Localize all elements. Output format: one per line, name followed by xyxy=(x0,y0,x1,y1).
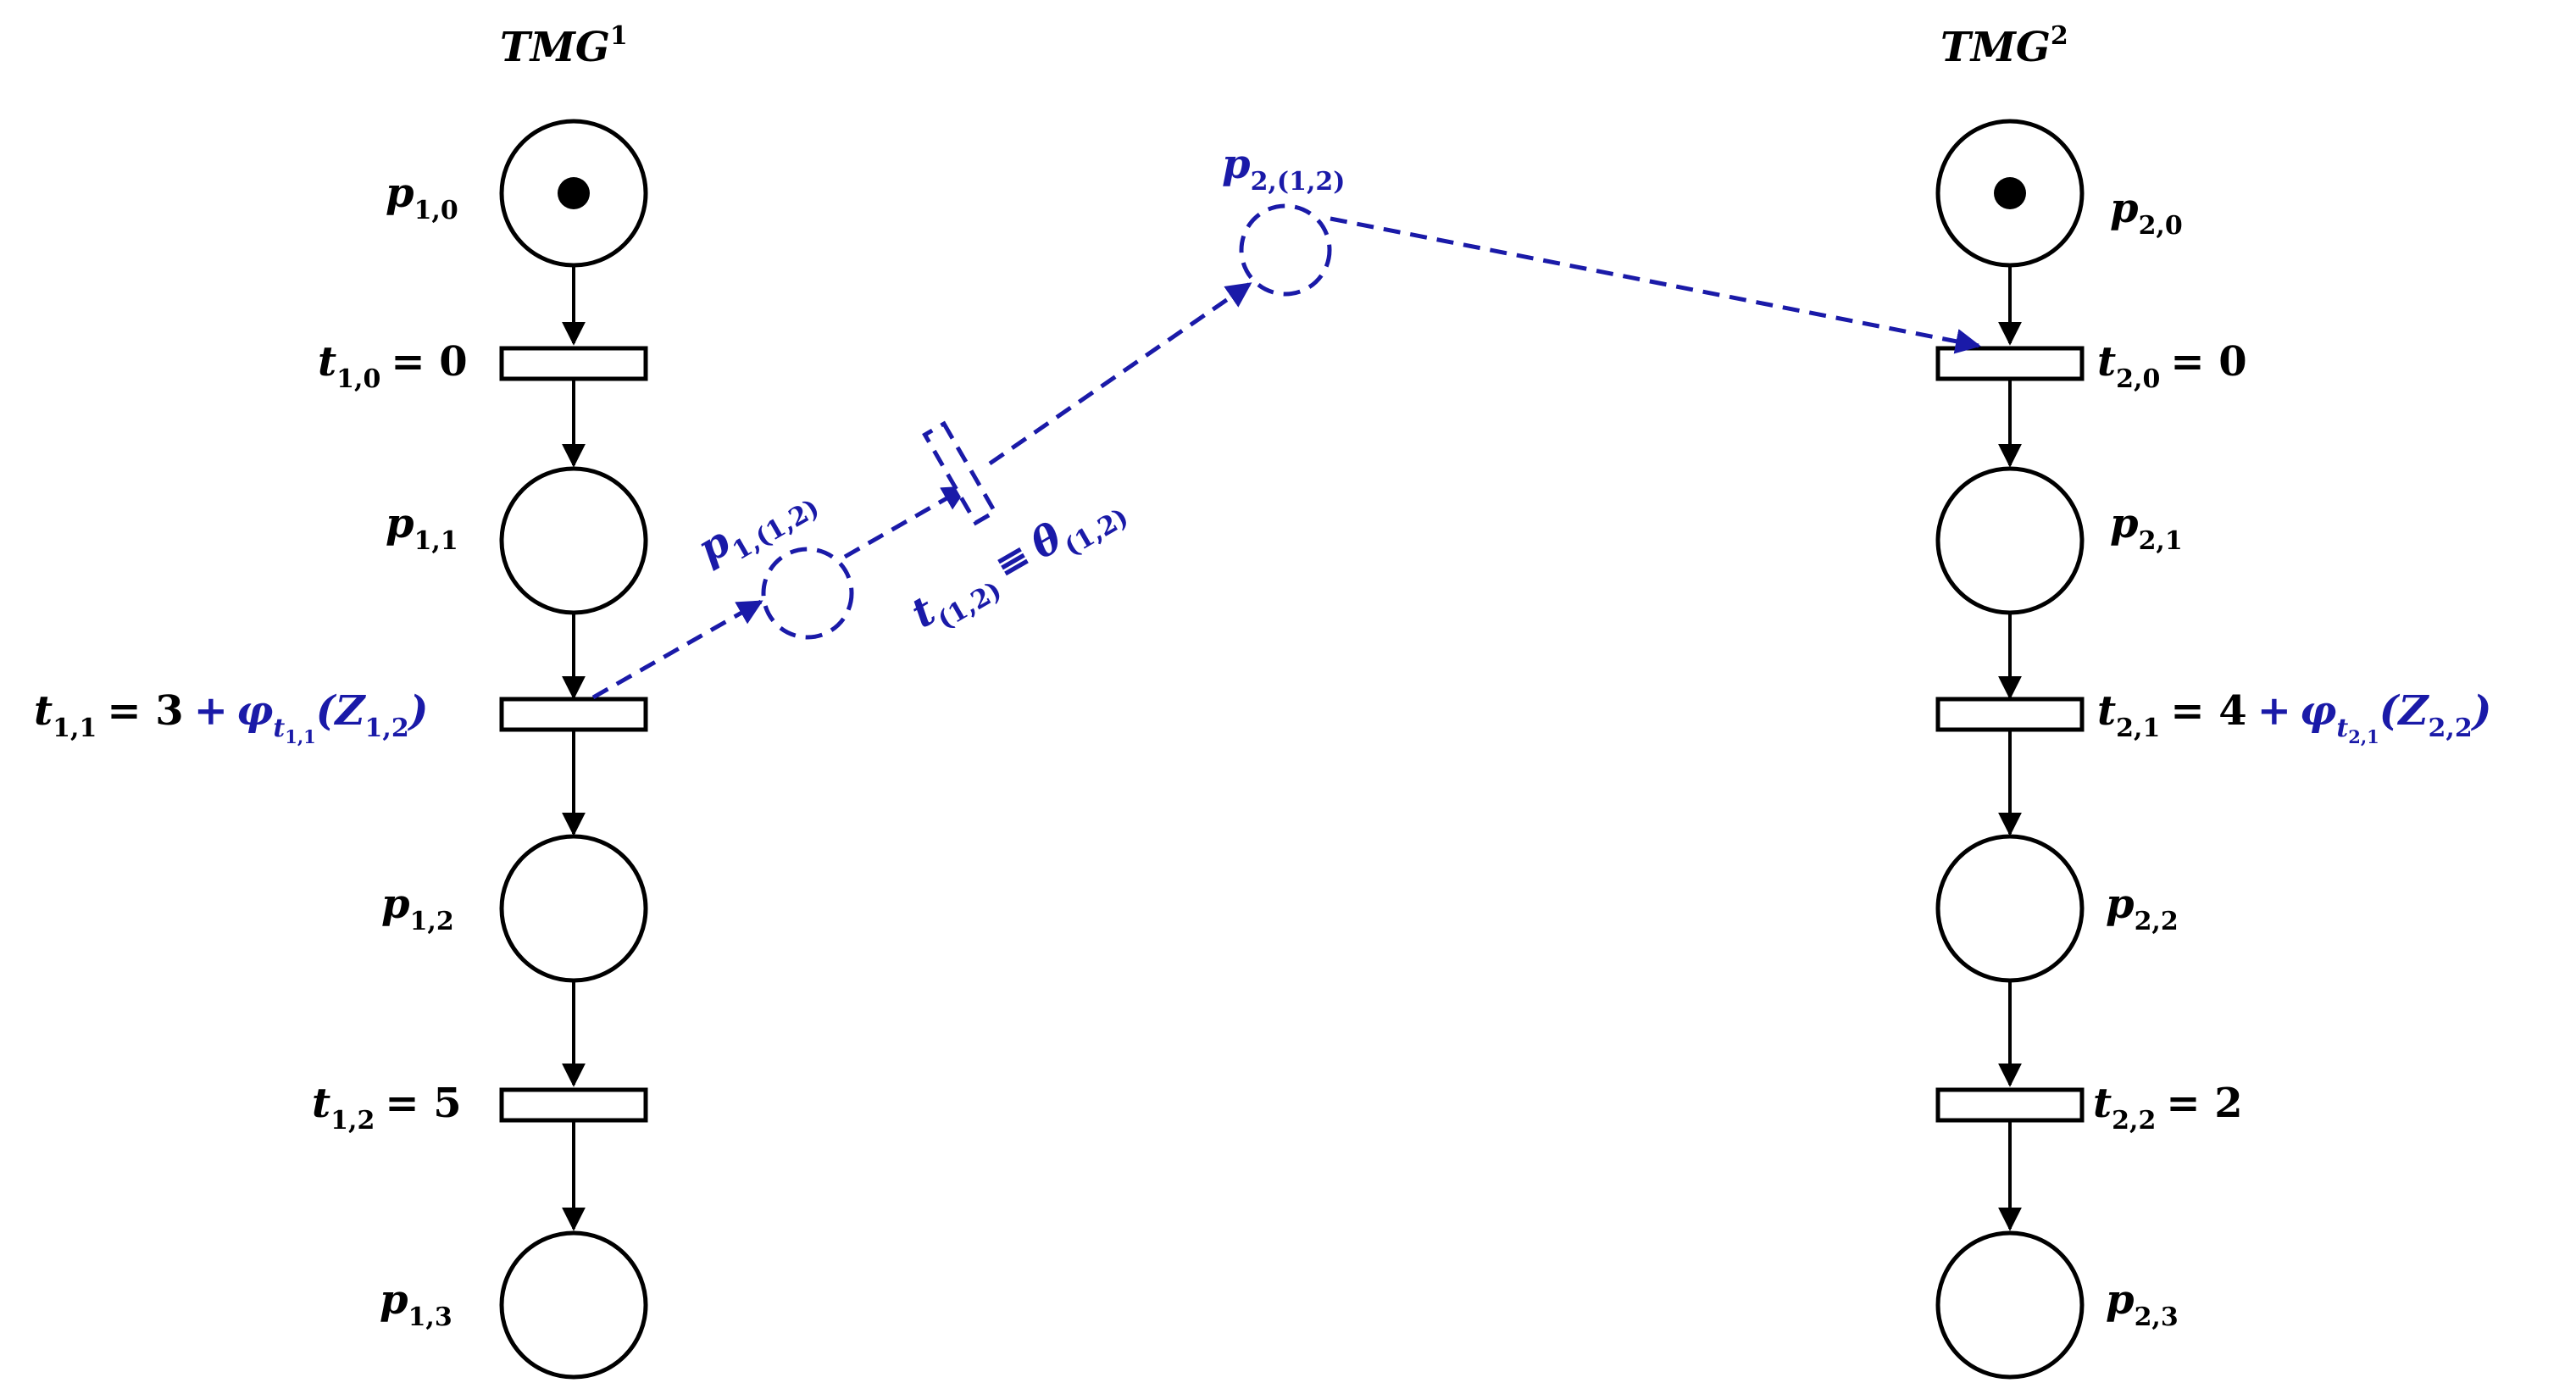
coupling-link: p1,(1,2) t(1,2)≡θ(1,2) p2,(1,2) xyxy=(591,141,1981,700)
place-p2-12 xyxy=(1239,203,1332,297)
label-t2-0: t2,0= 0 xyxy=(2097,338,2247,394)
label-p2-3: p2,3 xyxy=(2106,1276,2179,1332)
arc-p2-12-t20 xyxy=(1330,216,1981,354)
place-p2-2 xyxy=(1935,834,2085,983)
label-p2-12: p2,(1,2) xyxy=(1222,141,1345,197)
transition-t1-0 xyxy=(499,346,648,381)
transition-t2-2 xyxy=(1935,1087,2085,1123)
label-t1-1: t1,1= 3+φt1,1(Z1,2) xyxy=(34,687,428,747)
label-t2-2: t2,2= 2 xyxy=(2093,1080,2243,1136)
place-p1-2 xyxy=(499,834,648,983)
transition-t2-1 xyxy=(1935,697,2085,732)
label-p1-3: p1,3 xyxy=(380,1276,452,1332)
arc-t11-p1-12 xyxy=(591,599,763,700)
label-p2-2: p2,2 xyxy=(2106,880,2179,936)
token-p1-0 xyxy=(558,177,590,209)
net2-title: TMG2 xyxy=(1940,21,2068,71)
label-p1-0: p1,0 xyxy=(386,169,458,225)
place-p2-1 xyxy=(1935,466,2085,615)
arc-t12-p2-12 xyxy=(988,281,1252,466)
transition-t1-1 xyxy=(499,697,648,732)
arc-p1-12-t12 xyxy=(843,485,969,559)
place-p1-12 xyxy=(761,547,854,640)
place-p1-3 xyxy=(499,1230,648,1380)
net2: TMG2 p2,0 p2,1 p2,2 p2,3 t2,0= 0 t2,1= 4… xyxy=(1935,21,2491,1380)
token-p2-0 xyxy=(1994,177,2026,209)
label-t-12: t(1,2)≡θ(1,2) xyxy=(903,480,1134,645)
label-p2-0: p2,0 xyxy=(2110,185,2183,241)
label-p1-1: p1,1 xyxy=(386,500,458,556)
label-t1-0: t1,0= 0 xyxy=(318,338,468,394)
transition-t-12 xyxy=(922,420,998,526)
transition-t1-2 xyxy=(499,1087,648,1123)
net1: TMG1 p1,0 p1,1 p1,2 p1,3 t1,0= 0 t1,1= 3… xyxy=(34,21,648,1380)
place-p2-3 xyxy=(1935,1230,2085,1380)
place-p1-1 xyxy=(499,466,648,615)
transition-t2-0 xyxy=(1935,346,2085,381)
label-p2-1: p2,1 xyxy=(2110,500,2183,556)
label-t1-2: t1,2= 5 xyxy=(312,1080,462,1136)
net1-title: TMG1 xyxy=(500,21,628,71)
label-p1-2: p1,2 xyxy=(381,880,454,936)
label-t2-1: t2,1= 4+φt2,1(Z2,2) xyxy=(2097,687,2491,747)
